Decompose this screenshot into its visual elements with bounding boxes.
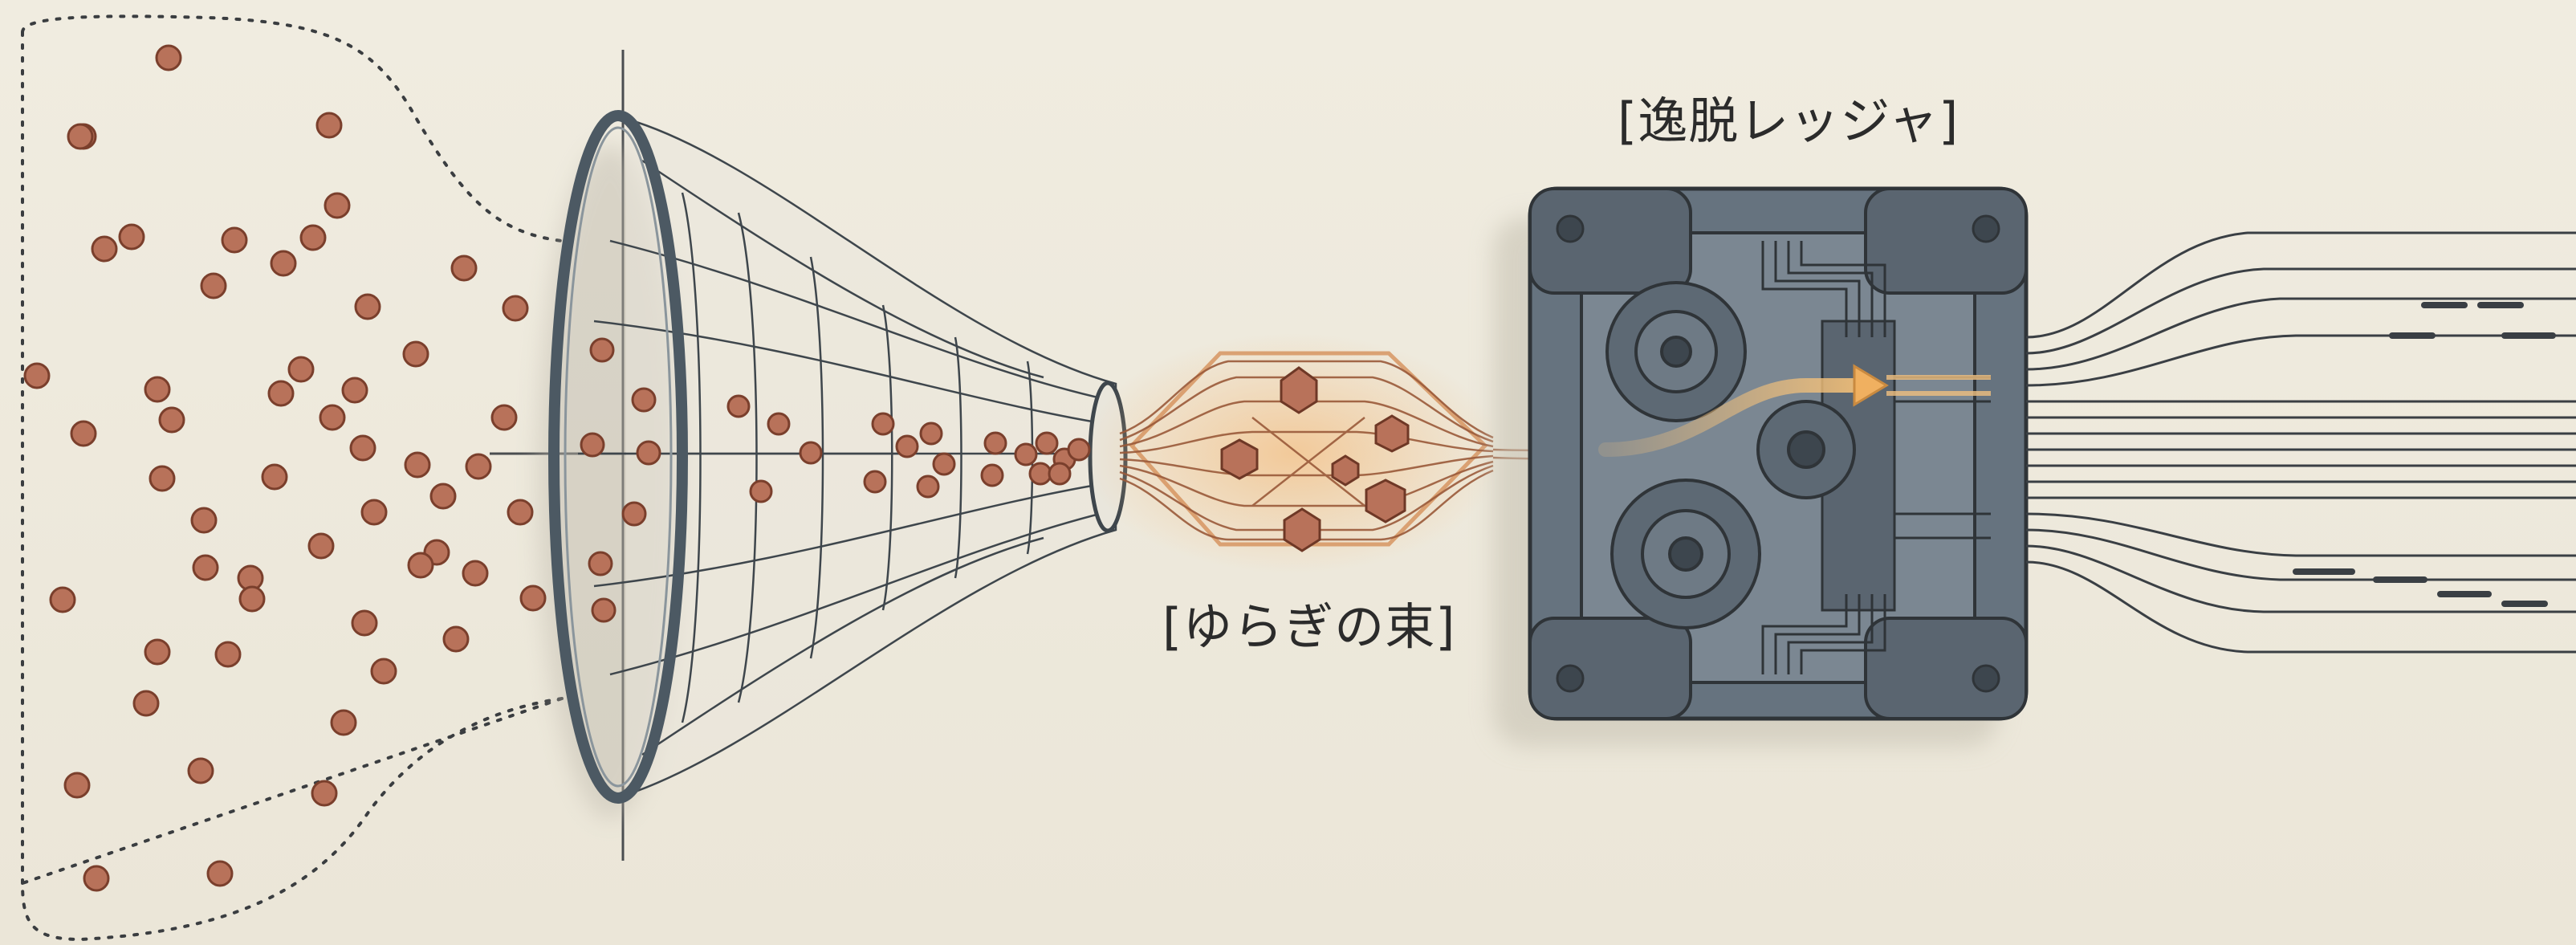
funnel-rim (548, 110, 688, 804)
funnel-particles (580, 337, 1091, 623)
bundle-crystals (1220, 366, 1410, 552)
output-dashes (2293, 302, 2556, 607)
output-lines (2025, 231, 2576, 654)
ledger-label: [逸脱レッジャ] (1618, 92, 1959, 150)
bundle-label: [ゆらぎの束] (1162, 597, 1456, 656)
arrow-right-icon (1598, 364, 1991, 457)
cloud-boundary (20, 14, 564, 942)
funnel-rim-inner (564, 126, 673, 788)
gear-chip-icon (1528, 186, 2029, 721)
particle-cloud (23, 44, 547, 892)
